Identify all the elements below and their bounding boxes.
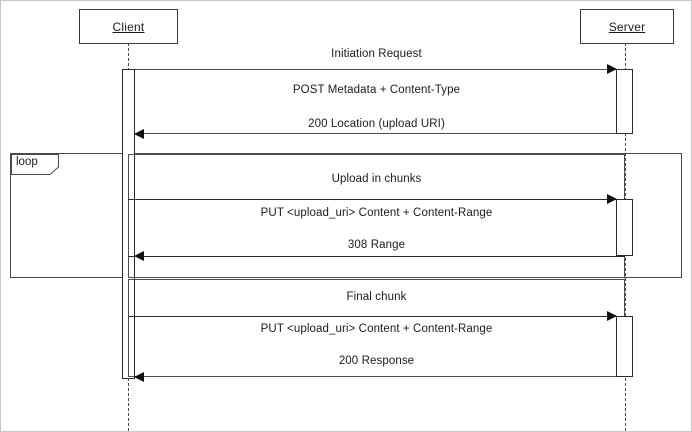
activation-server-1 <box>616 69 633 134</box>
arrow-head-put-chunk <box>607 194 617 204</box>
activation-server-3 <box>616 316 633 377</box>
participant-server-label: Server <box>608 19 646 34</box>
arrow-head-308-range <box>134 251 144 261</box>
message-line-308-range <box>128 256 625 257</box>
message-label-upload-in-chunks: Upload in chunks <box>331 173 422 185</box>
message-label-post-metadata: POST Metadata + Content-Type <box>292 84 461 96</box>
loop-fragment-tag: loop <box>11 154 59 175</box>
arrow-head-put-final <box>607 311 617 321</box>
message-label-308-range: 308 Range <box>347 239 406 251</box>
message-label-200-response: 200 Response <box>338 355 415 367</box>
arrow-head-200-response <box>134 372 144 382</box>
message-label-200-location: 200 Location (upload URI) <box>308 118 445 130</box>
participant-client-label: Client <box>112 19 145 34</box>
message-label-put-final: PUT <upload_uri> Content + Content-Range <box>260 323 493 335</box>
message-line-put-chunk <box>128 199 625 200</box>
message-label-put-chunk: PUT <upload_uri> Content + Content-Range <box>260 207 493 219</box>
loop-fragment-label: loop <box>16 156 38 168</box>
arrow-head-post-metadata <box>607 64 617 74</box>
message-label-final-chunk: Final chunk <box>346 291 407 303</box>
message-label-initiation-request: Initiation Request <box>331 48 422 60</box>
message-line-put-final <box>128 316 625 317</box>
participant-client[interactable]: Client <box>79 9 178 44</box>
participant-server[interactable]: Server <box>580 9 674 44</box>
activation-server-2 <box>616 199 633 256</box>
arrow-head-200-location <box>134 129 144 139</box>
